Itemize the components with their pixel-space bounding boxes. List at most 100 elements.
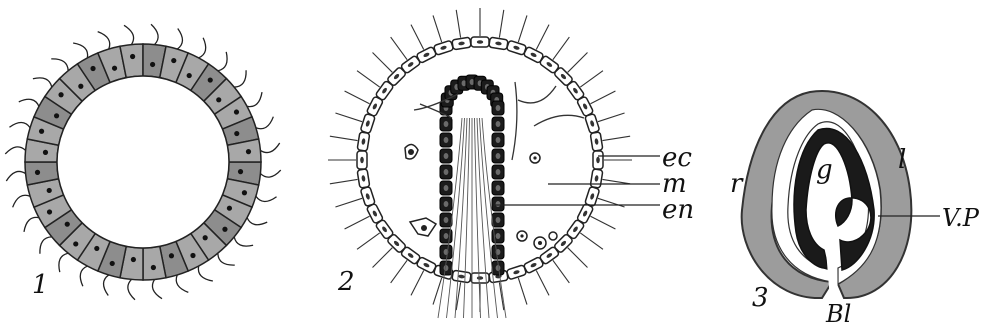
fig2-cilium bbox=[590, 91, 615, 104]
fig2-cilium bbox=[568, 248, 588, 268]
fig2-cilium bbox=[357, 71, 380, 87]
fig1-nucleus bbox=[43, 150, 48, 155]
fig1-nucleus bbox=[234, 109, 239, 114]
fig1-cilium bbox=[256, 196, 277, 201]
fig2-endoderm-nucleus bbox=[496, 185, 501, 191]
fig1-cilium bbox=[199, 38, 206, 58]
fig1-cilium bbox=[73, 43, 87, 58]
fig2-cilia bbox=[328, 8, 632, 312]
fig1-cilium bbox=[124, 25, 134, 44]
fig1-cilium bbox=[51, 59, 68, 71]
fig1-nucleus bbox=[171, 58, 176, 63]
fig2-cilium bbox=[357, 233, 380, 249]
fig1-nucleus bbox=[65, 222, 70, 227]
fig2-cilium bbox=[602, 136, 630, 140]
fig2-endoderm-nucleus bbox=[444, 185, 449, 191]
fig2-cilium bbox=[598, 113, 625, 122]
fig2-endoderm-nucleus bbox=[496, 217, 501, 223]
fig1-nucleus bbox=[187, 73, 192, 78]
fig3-label-r: r bbox=[730, 169, 744, 199]
fig1-cilium bbox=[151, 24, 158, 44]
fig1-cilium bbox=[6, 171, 25, 181]
fig2-endoderm-nucleus bbox=[444, 233, 449, 239]
fig1-cilium bbox=[152, 279, 162, 298]
fig2-cilium bbox=[553, 260, 569, 283]
fig2-number: 2 bbox=[337, 267, 355, 297]
fig1-cilium bbox=[176, 275, 188, 292]
fig3-label-l: l bbox=[898, 145, 906, 175]
fig1-nucleus bbox=[222, 227, 227, 232]
fig2-endoderm-nucleus bbox=[496, 105, 501, 111]
fig2-endoderm-nucleus bbox=[444, 169, 449, 175]
fig2-ectoderm-nucleus bbox=[477, 276, 483, 280]
fig3-number: 3 bbox=[752, 283, 769, 313]
fig2-cilium bbox=[499, 10, 503, 38]
fig2-cilium bbox=[373, 53, 393, 73]
fig2-endoderm-nucleus bbox=[444, 217, 449, 223]
fig1-cilium bbox=[13, 195, 30, 207]
fig1-nucleus bbox=[47, 209, 52, 214]
fig2-cilium bbox=[373, 248, 393, 268]
fig2-cilium bbox=[602, 179, 630, 183]
fig2-cilium bbox=[553, 37, 569, 60]
fig2-cilium bbox=[411, 25, 424, 50]
fig1-cilium bbox=[260, 143, 279, 153]
fig1-nucleus bbox=[112, 66, 117, 71]
fig2-endoderm-nucleus bbox=[496, 201, 501, 207]
fig1-cilium bbox=[59, 253, 68, 272]
fig1-cilium bbox=[218, 52, 227, 71]
fig1-cilium bbox=[19, 99, 39, 106]
fig1-nucleus bbox=[238, 169, 243, 174]
fig1-number: 1 bbox=[32, 270, 49, 300]
fig2-label-leaders bbox=[494, 156, 660, 205]
fig1-nucleus bbox=[203, 235, 208, 240]
fig2-cilium bbox=[580, 71, 603, 87]
fig2-cilium bbox=[335, 198, 362, 207]
fig2-ectoderm-layer bbox=[357, 37, 603, 283]
fig2-endoderm-nucleus bbox=[496, 121, 501, 127]
fig1-cilium bbox=[33, 78, 52, 87]
fig2-endoderm-nucleus bbox=[444, 201, 449, 207]
fig2-archenteron-line bbox=[475, 118, 481, 318]
fig2-cilium bbox=[433, 15, 442, 42]
fig1-nucleus bbox=[150, 62, 155, 67]
fig2-cilium bbox=[518, 278, 527, 305]
fig2-archenteron-line bbox=[464, 118, 470, 318]
fig1-nucleus bbox=[110, 261, 115, 266]
fig1-cilium bbox=[40, 237, 52, 254]
fig3-label-vp: V.P bbox=[942, 204, 980, 232]
fig1-cilium bbox=[24, 217, 39, 231]
fig1-nucleus bbox=[151, 265, 156, 270]
fig2-cilium bbox=[568, 53, 588, 73]
fig2-cilium bbox=[330, 136, 358, 140]
fig2-cilium bbox=[411, 270, 424, 295]
fig2-endoderm-nucleus bbox=[444, 121, 449, 127]
fig2-endoderm-nucleus bbox=[496, 137, 501, 143]
fig1-cilium bbox=[234, 237, 253, 246]
fig1-nucleus bbox=[216, 97, 221, 102]
fig1-nucleus bbox=[208, 77, 213, 82]
fig1-nucleus bbox=[90, 66, 95, 71]
fig1-cilium bbox=[128, 279, 135, 299]
fig2-endoderm-nucleus bbox=[444, 137, 449, 143]
fig1-cilium bbox=[218, 253, 235, 265]
fig2-cilium bbox=[580, 233, 603, 249]
fig2-cilium bbox=[536, 270, 549, 295]
fig1-nucleus bbox=[78, 84, 83, 89]
fig2-ectoderm-nucleus bbox=[477, 40, 483, 44]
fig2-label-en: en bbox=[662, 195, 694, 225]
fig1-cilium bbox=[234, 70, 246, 87]
fig2-cilium bbox=[345, 216, 370, 229]
fig2-endoderm-nucleus bbox=[444, 153, 449, 159]
fig1-nucleus bbox=[58, 92, 63, 97]
fig1-nucleus bbox=[131, 257, 136, 262]
fig1-nucleus bbox=[234, 131, 239, 136]
figure-1-blastula bbox=[5, 24, 281, 300]
fig1-nucleus bbox=[130, 54, 135, 59]
fig2-endoderm-nucleus bbox=[496, 169, 501, 175]
fig2-cilium bbox=[391, 260, 407, 283]
fig1-nucleus bbox=[39, 129, 44, 134]
figure-3-embryo-section bbox=[742, 91, 940, 300]
fig1-cilium bbox=[260, 170, 280, 177]
